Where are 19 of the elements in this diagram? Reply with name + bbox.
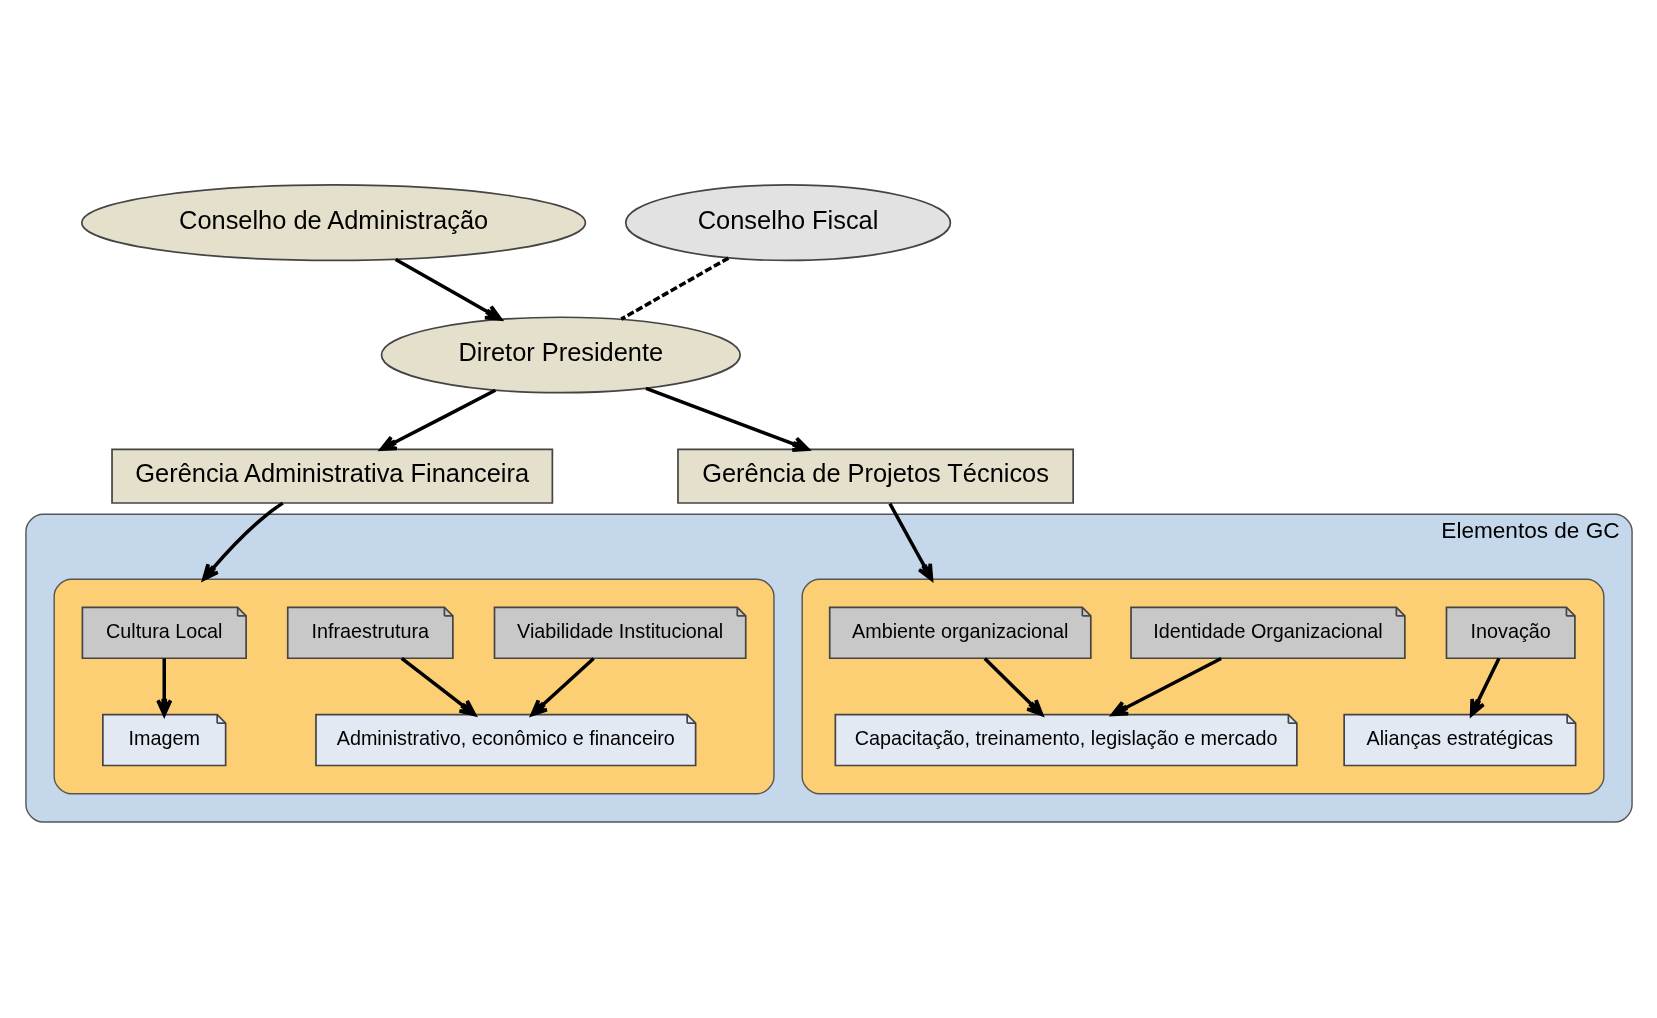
arrow <box>887 502 933 581</box>
arrow <box>379 388 496 452</box>
arrow <box>983 657 1043 717</box>
arrow <box>1469 657 1500 717</box>
node-box: Gerência de Projetos Técnicos <box>676 448 1074 504</box>
cluster <box>800 578 1605 795</box>
arrow <box>529 657 595 717</box>
node-ellipse: Diretor Presidente <box>380 316 741 394</box>
arrow <box>644 386 810 452</box>
node-ellipse: Conselho de Administração <box>80 184 586 262</box>
node-ellipse: Conselho Fiscal <box>624 184 951 262</box>
arrow <box>155 658 172 717</box>
cluster <box>52 578 775 795</box>
arrow <box>1110 656 1222 717</box>
node-box: Gerência Administrativa Financeira <box>110 448 553 504</box>
arrow <box>201 501 284 581</box>
connector <box>619 256 729 321</box>
arrow <box>400 657 476 717</box>
arrow <box>394 257 502 321</box>
